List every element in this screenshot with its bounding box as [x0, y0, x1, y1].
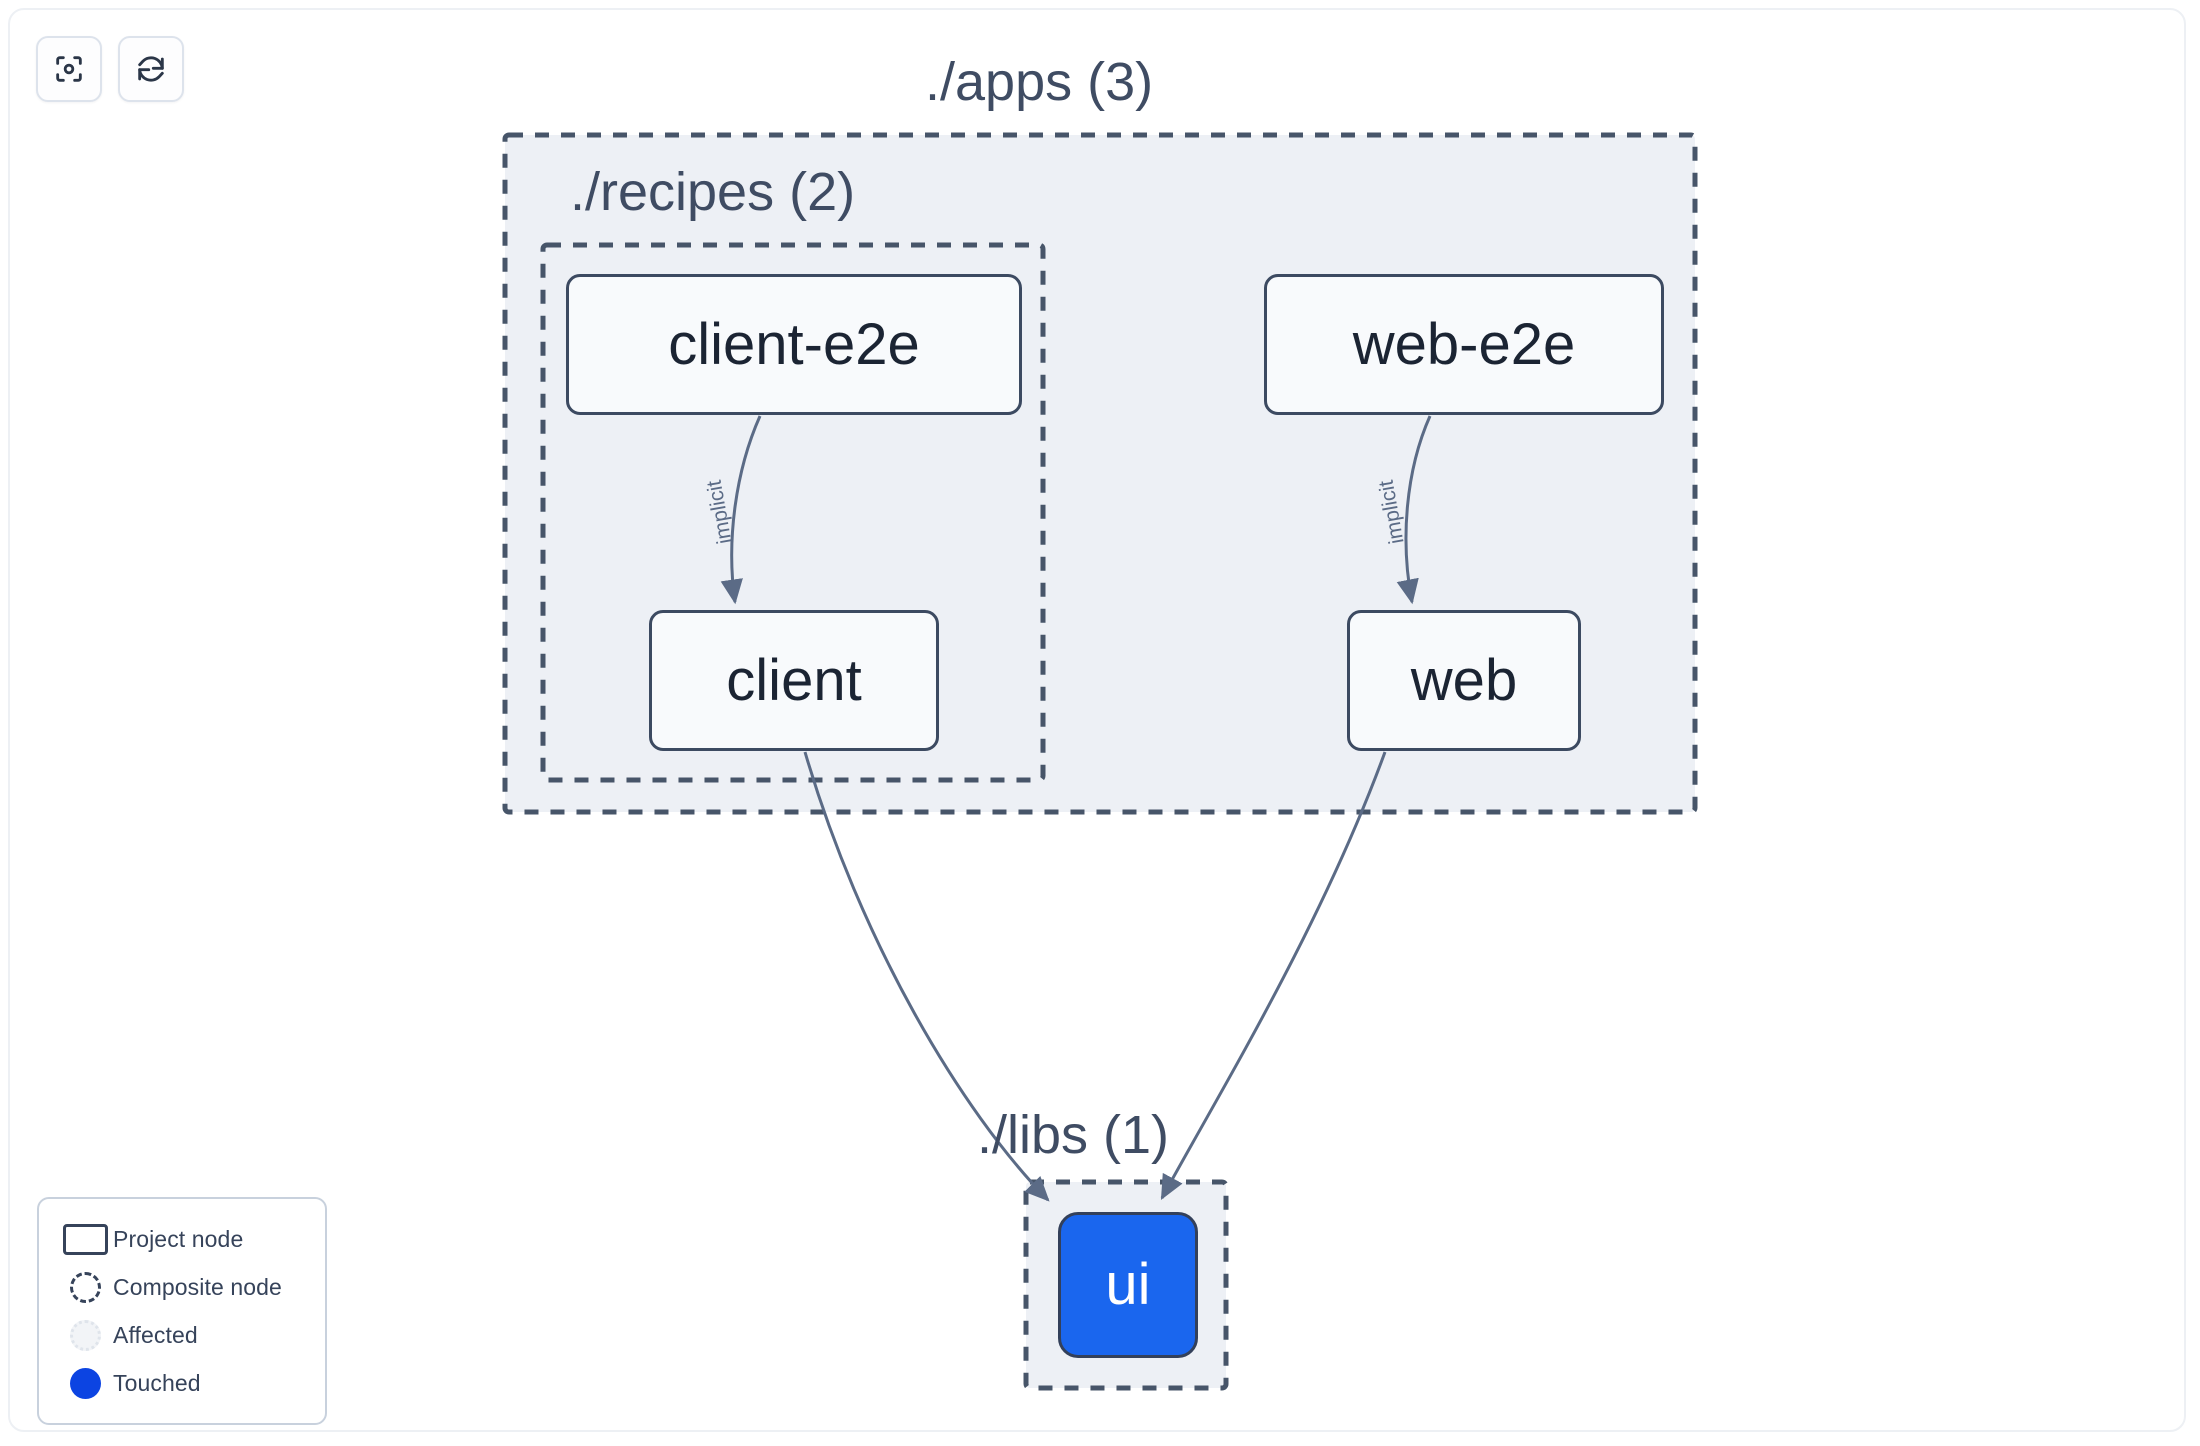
legend-item-affected: Affected — [57, 1311, 307, 1359]
legend-item-composite-node: Composite node — [57, 1263, 307, 1311]
edge-client-e2e-to-client[interactable] — [720, 415, 762, 605]
node-label-ui: ui — [1105, 1252, 1151, 1317]
graph-toolbar — [36, 36, 184, 102]
node-label-web: web — [1410, 647, 1518, 713]
node-label-client: client — [726, 647, 862, 713]
edge-web-to-ui[interactable] — [1160, 751, 1387, 1200]
graph-legend: Project node Composite node Affected Tou… — [37, 1197, 327, 1425]
node-web[interactable]: web — [1347, 610, 1581, 751]
focus-icon — [52, 52, 86, 86]
legend-label-touched: Touched — [113, 1369, 201, 1396]
affected-swatch — [57, 1319, 113, 1351]
node-ui[interactable]: ui — [1058, 1212, 1198, 1358]
composite-node-swatch — [57, 1271, 113, 1303]
legend-label-project-node: Project node — [113, 1225, 244, 1252]
legend-item-project-node: Project node — [57, 1215, 307, 1263]
project-node-swatch — [57, 1223, 113, 1255]
refresh-graph-button[interactable] — [118, 36, 184, 102]
legend-item-touched: Touched — [57, 1359, 307, 1407]
node-client-e2e[interactable]: client-e2e — [566, 274, 1022, 415]
edge-web-e2e-to-web[interactable] — [1396, 415, 1432, 605]
focus-graph-button[interactable] — [36, 36, 102, 102]
refresh-icon — [134, 52, 168, 86]
node-label-web-e2e: web-e2e — [1352, 311, 1576, 377]
node-client[interactable]: client — [649, 610, 939, 751]
touched-swatch — [57, 1367, 113, 1399]
node-label-client-e2e: client-e2e — [668, 311, 920, 377]
node-web-e2e[interactable]: web-e2e — [1264, 274, 1664, 415]
edge-client-to-ui[interactable] — [803, 751, 1050, 1202]
legend-label-affected: Affected — [113, 1321, 198, 1348]
legend-label-composite-node: Composite node — [113, 1273, 282, 1300]
